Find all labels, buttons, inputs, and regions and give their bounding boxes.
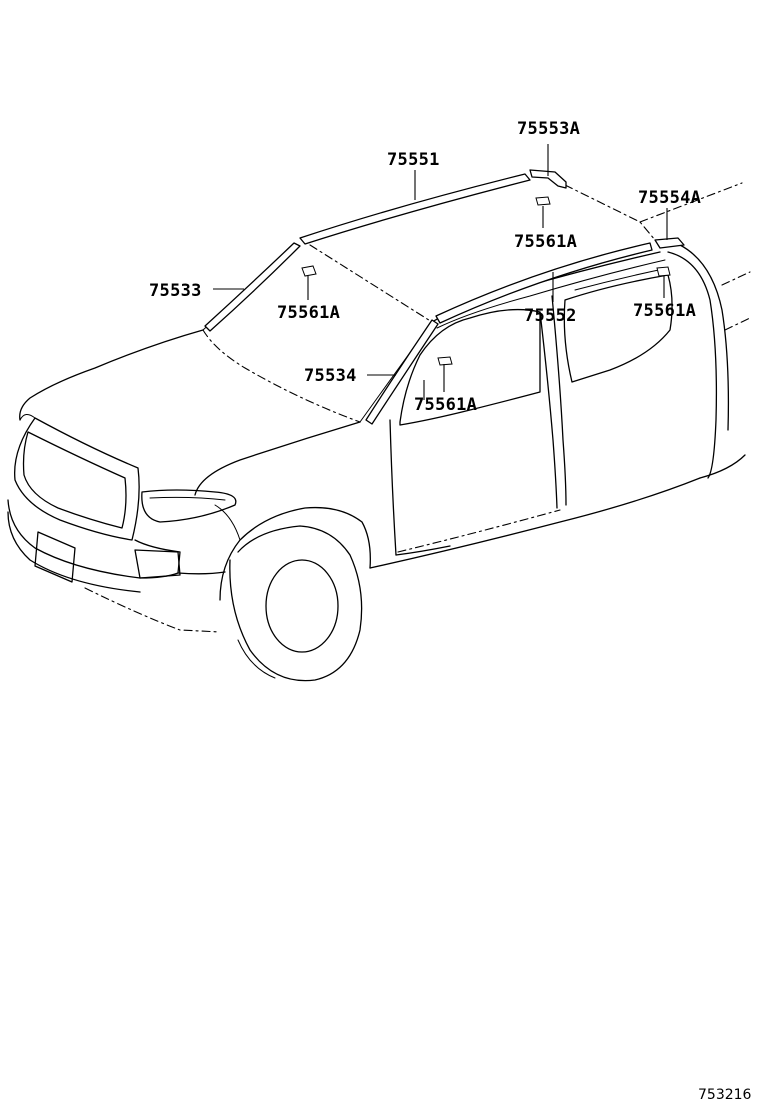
label-75551: 75551 <box>387 150 440 170</box>
label-75553A: 75553A <box>517 119 580 139</box>
clip-75561A-roof <box>535 196 551 206</box>
end-cap-75553A <box>529 169 567 189</box>
figure-number: 753216 <box>698 1087 752 1103</box>
roof-side-molding-75552 <box>435 242 653 324</box>
label-75561A-roof: 75561A <box>514 232 577 252</box>
roof-molding-75551 <box>299 173 531 245</box>
label-75533: 75533 <box>149 281 202 301</box>
windshield-molding-75533 <box>204 242 301 332</box>
leader-lines <box>213 144 668 400</box>
clip-75561A-windshield-left <box>301 265 317 277</box>
end-cap-75554A <box>654 237 685 249</box>
label-75561A-rear: 75561A <box>633 301 696 321</box>
clip-75561A-rear <box>656 266 671 277</box>
label-75552: 75552 <box>524 306 577 326</box>
label-75561A-windshield-right: 75561A <box>414 395 477 415</box>
label-75561A-windshield-left: 75561A <box>277 303 340 323</box>
label-75534: 75534 <box>304 366 357 386</box>
label-75554A: 75554A <box>638 188 701 208</box>
windshield-molding-75534 <box>365 319 439 425</box>
clip-75561A-windshield-right <box>437 356 453 366</box>
